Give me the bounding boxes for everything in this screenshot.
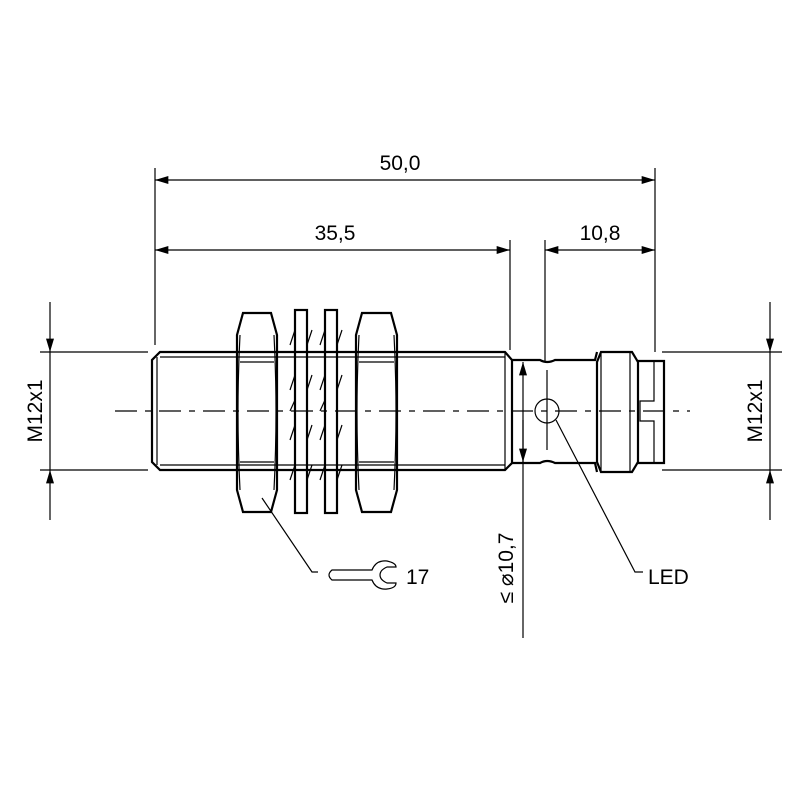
nut-left (235, 311, 279, 514)
dim-thread-length-label: 35,5 (315, 222, 356, 245)
dim-thread-right-label: M12x1 (744, 379, 767, 442)
wrench-size-label: 17 (406, 566, 429, 589)
dim-connector-length-label: 10,8 (580, 222, 621, 245)
nut-right (354, 311, 399, 514)
extension-lines (40, 168, 782, 471)
dim-overall-length-label: 50,0 (380, 152, 421, 175)
led-leader (555, 419, 643, 573)
wrench-icon (328, 560, 397, 590)
threaded-body (150, 350, 514, 472)
lock-washer-1 (289, 308, 313, 515)
wrench-leader (261, 497, 318, 573)
lock-washer-2 (319, 308, 343, 515)
connector (595, 350, 666, 474)
led-label: LED (648, 566, 689, 589)
dim-thread-left-label: M12x1 (24, 379, 47, 442)
led-housing (512, 351, 599, 473)
dim-diameter-label: ≤ ⌀10,7 (495, 533, 518, 604)
